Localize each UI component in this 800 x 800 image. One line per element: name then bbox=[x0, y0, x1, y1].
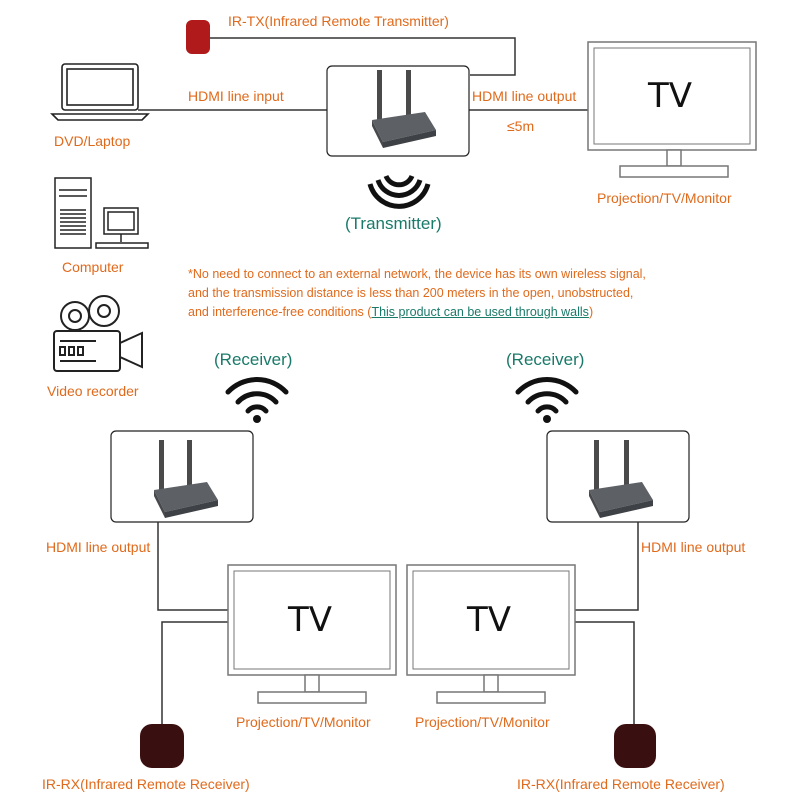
through-walls-link: This product can be used through walls bbox=[371, 305, 589, 319]
laptop-image bbox=[50, 63, 150, 121]
display-label-top: Projection/TV/Monitor bbox=[597, 190, 732, 206]
receiver-left-device-image bbox=[154, 440, 218, 518]
receiver-label-right: (Receiver) bbox=[506, 350, 585, 369]
video-camera-image bbox=[53, 295, 143, 372]
distance-label: ≤5m bbox=[507, 118, 535, 134]
ir-rx-cable-right bbox=[575, 621, 635, 735]
hdmi-output-cable-right bbox=[575, 522, 639, 611]
display-label-bottom-left: Projection/TV/Monitor bbox=[236, 714, 371, 730]
note-line-2: and the transmission distance is less th… bbox=[188, 286, 634, 300]
hdmi-output-label-top: HDMI line output bbox=[472, 88, 577, 104]
ir-tx-label: IR-TX(Infrared Remote Transmitter) bbox=[228, 13, 449, 29]
ir-tx-device bbox=[186, 20, 210, 54]
tv-label-top: TV bbox=[648, 76, 693, 116]
note-line-3: and interference-free conditions (This p… bbox=[188, 303, 646, 322]
receiver-right-wifi-icon bbox=[515, 377, 579, 414]
receiver-left-wifi-icon bbox=[225, 377, 289, 414]
receiver-box-right bbox=[546, 430, 690, 523]
receiver-label-left: (Receiver) bbox=[214, 350, 293, 369]
display-label-bottom-right: Projection/TV/Monitor bbox=[415, 714, 550, 730]
ir-tx-cable bbox=[208, 37, 516, 76]
ir-rx-device-right bbox=[614, 724, 656, 768]
hdmi-input-label: HDMI line input bbox=[188, 88, 284, 104]
note-line-3-suffix: ) bbox=[588, 305, 594, 319]
tv-label-bottom-left: TV bbox=[288, 600, 333, 640]
receiver-right-device-image bbox=[589, 440, 653, 518]
transmitter-label: (Transmitter) bbox=[345, 214, 442, 233]
transmitter-signal-icon bbox=[367, 174, 431, 209]
hdmi-output-label-right: HDMI line output bbox=[641, 539, 746, 555]
hdmi-output-cable-left bbox=[157, 522, 228, 611]
computer-image bbox=[54, 177, 149, 249]
tv-label-bottom-right: TV bbox=[467, 600, 512, 640]
ir-rx-device-left bbox=[140, 724, 184, 768]
wireless-note: *No need to connect to an external netwo… bbox=[188, 265, 646, 322]
dvd-laptop-label: DVD/Laptop bbox=[54, 133, 131, 149]
computer-label: Computer bbox=[62, 259, 124, 275]
note-line-3-prefix: and interference-free conditions ( bbox=[188, 305, 372, 319]
hdmi-output-label-left: HDMI line output bbox=[46, 539, 151, 555]
tv-monitor-bottom-right bbox=[406, 564, 576, 704]
ir-rx-cable-left bbox=[161, 621, 228, 735]
video-recorder-label: Video recorder bbox=[47, 383, 139, 399]
transmitter-device-image bbox=[372, 70, 436, 148]
ir-rx-label-right: IR-RX(Infrared Remote Receiver) bbox=[517, 776, 725, 792]
note-line-1: *No need to connect to an external netwo… bbox=[188, 267, 646, 281]
tv-monitor-top-right bbox=[587, 41, 757, 178]
tv-monitor-bottom-left bbox=[227, 564, 397, 704]
ir-rx-label-left: IR-RX(Infrared Remote Receiver) bbox=[42, 776, 250, 792]
